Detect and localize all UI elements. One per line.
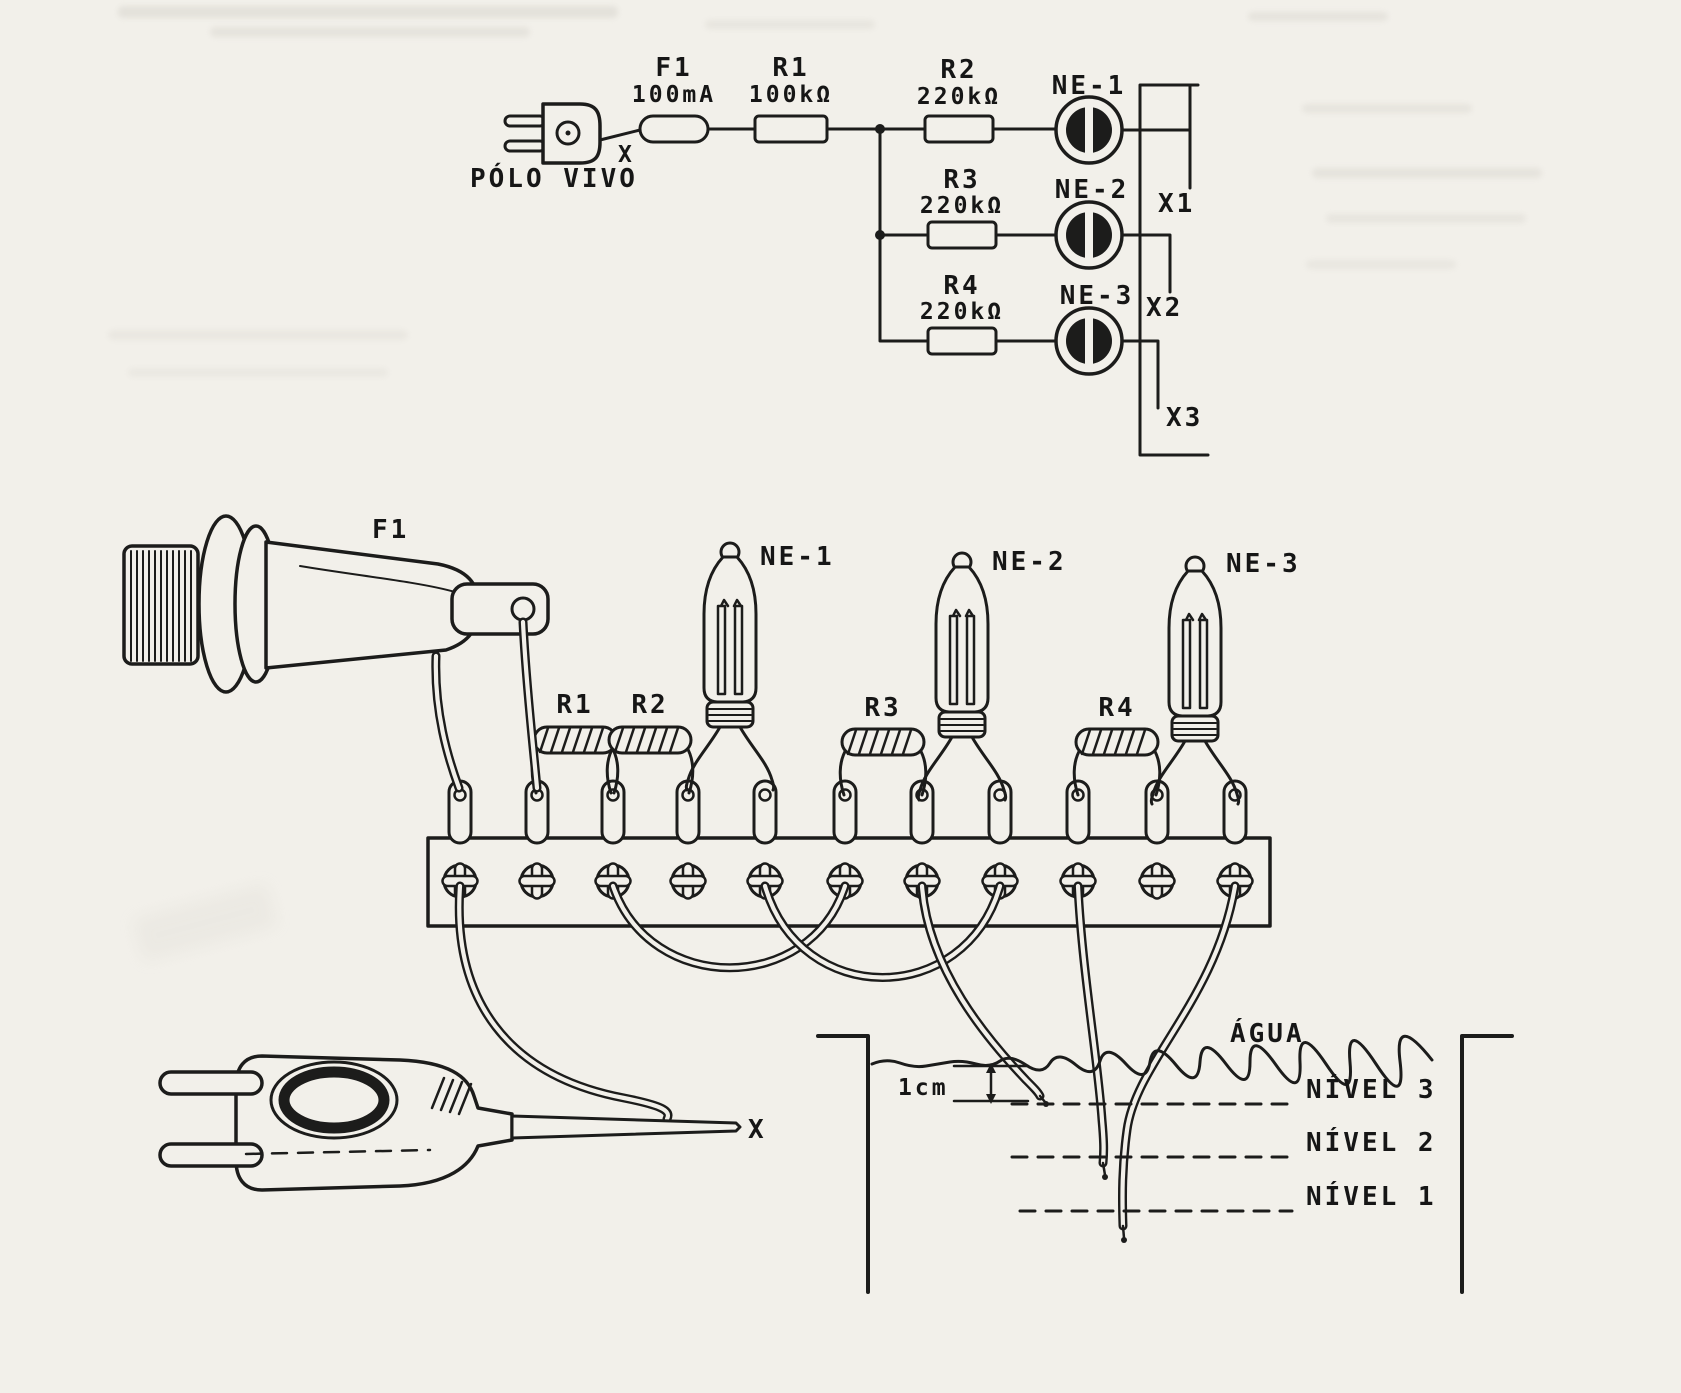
solder-lugs — [447, 779, 1248, 845]
nivel2-label: NÍVEL 2 — [1306, 1126, 1437, 1158]
fuse-f1-symbol — [638, 114, 710, 144]
dimension-1cm — [952, 1063, 1030, 1104]
neon-lamp-ne1-symbol — [1054, 95, 1124, 165]
terminal-screw — [1138, 862, 1176, 900]
water-surface — [870, 1034, 1434, 1088]
ne1-assembly-label: NE-1 — [760, 542, 835, 572]
r4-value-label: 220kΩ — [920, 299, 1004, 325]
x1-label: X1 — [1158, 189, 1195, 219]
solder-lug — [987, 779, 1013, 845]
probe-bracket — [1120, 83, 1210, 457]
plug-cord — [510, 1114, 742, 1140]
r3-name-label: R3 — [943, 165, 980, 195]
ne2-assembly-label: NE-2 — [992, 547, 1067, 577]
water-tank-drawing — [816, 1034, 1514, 1294]
agua-label: ÁGUA — [1230, 1017, 1305, 1049]
solder-lug — [832, 779, 858, 845]
r3-value-label: 220kΩ — [920, 193, 1004, 219]
one-cm-label: 1cm — [898, 1075, 949, 1101]
junction-dot — [875, 124, 885, 134]
probe-tips — [1038, 1094, 1127, 1243]
plug-symbol — [503, 102, 642, 165]
x-cord-label: X — [748, 1115, 767, 1145]
r4-assembly-label: R4 — [1098, 693, 1135, 723]
plug-drawing — [158, 1054, 742, 1192]
r1-assembly-label: R1 — [556, 690, 593, 720]
resistor-r3-symbol — [926, 220, 998, 250]
ne1-label: NE-1 — [1052, 71, 1127, 101]
f1-value-label: 100mA — [632, 82, 716, 108]
ne3-label: NE-3 — [1060, 281, 1135, 311]
x3-label: X3 — [1166, 403, 1203, 433]
f1-name-label: F1 — [655, 53, 692, 83]
neon-bulb-ne3-drawing — [1149, 555, 1241, 806]
r2-assembly-label: R2 — [631, 690, 668, 720]
ne2-label: NE-2 — [1055, 175, 1130, 205]
neon-lamp-ne2-symbol — [1054, 200, 1124, 270]
resistor-r1-symbol — [753, 114, 829, 144]
neon-lamp-ne3-symbol — [1054, 306, 1124, 376]
assembly-section: F1 R1 R2 R3 R4 NE-1 NE-2 NE-3 X ÁGUA 1cm… — [122, 514, 1514, 1294]
schematic-section: PÓLO VIVO X F1 100mA R1 100kΩ R2 220kΩ R… — [470, 53, 1210, 457]
neon-bulb-ne2-drawing — [916, 551, 1008, 802]
r2-name-label: R2 — [940, 55, 977, 85]
r4-name-label: R4 — [943, 271, 980, 301]
terminal-screw — [518, 862, 556, 900]
solder-lug — [600, 779, 626, 845]
x-live-label: X — [618, 142, 635, 168]
r1-name-label: R1 — [772, 53, 809, 83]
polo-vivo-label: PÓLO VIVO — [470, 162, 638, 194]
resistor-r4-symbol — [926, 326, 998, 356]
resistor-r2-symbol — [923, 114, 995, 144]
nivel3-label: NÍVEL 3 — [1306, 1073, 1437, 1105]
fuse-holder-drawing — [122, 514, 550, 694]
neon-bulb-ne1-drawing — [684, 541, 776, 792]
r2-value-label: 220kΩ — [917, 84, 1001, 110]
nivel1-label: NÍVEL 1 — [1306, 1180, 1437, 1212]
x2-label: X2 — [1146, 293, 1183, 323]
terminal-screw — [669, 862, 707, 900]
r3-assembly-label: R3 — [864, 693, 901, 723]
junction-dot — [875, 230, 885, 240]
ne3-assembly-label: NE-3 — [1226, 549, 1301, 579]
r1-value-label: 100kΩ — [749, 82, 833, 108]
f1-assembly-label: F1 — [372, 515, 409, 545]
